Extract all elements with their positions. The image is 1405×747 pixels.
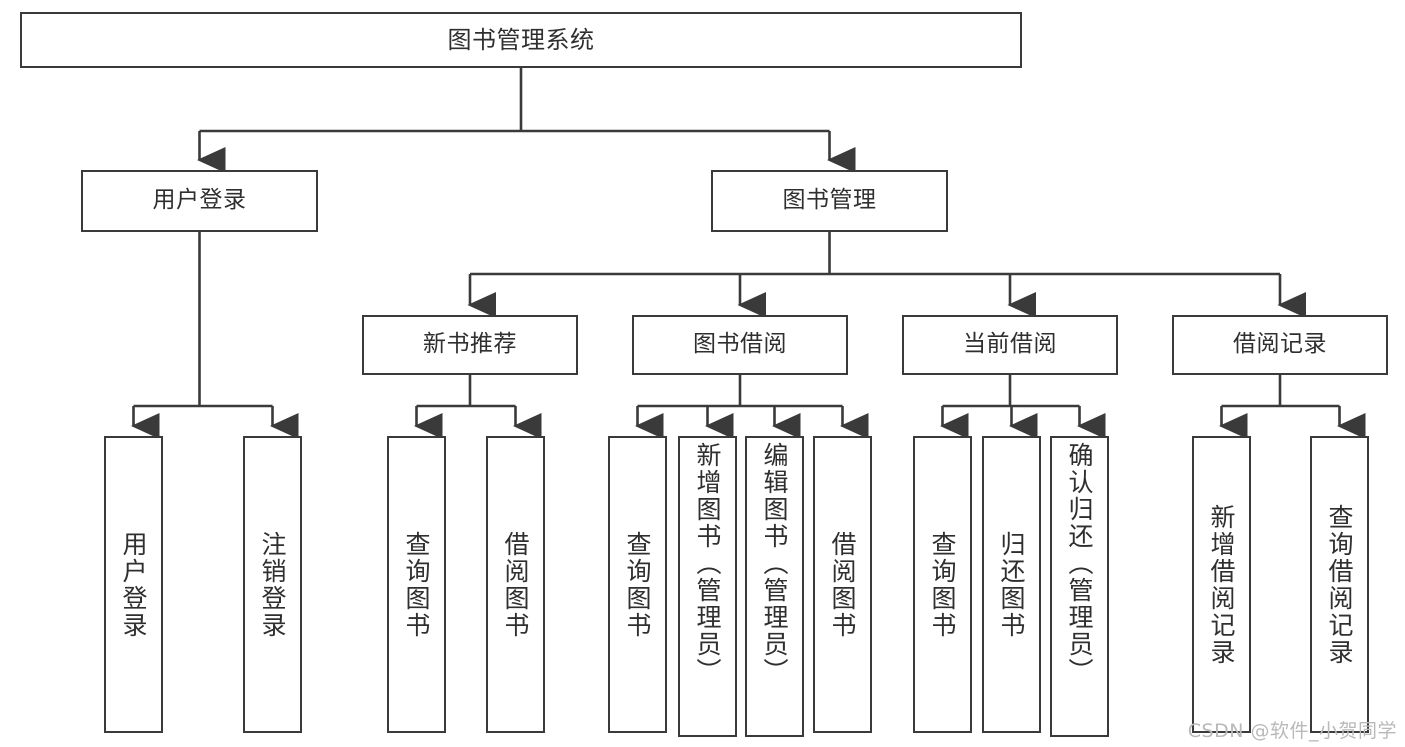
- node-current-borrow[interactable]: 当前借阅: [902, 315, 1118, 375]
- leaf-query-book-borrow[interactable]: 查询图书: [608, 436, 667, 733]
- leaf-query-book-recommend-label: 查询图书: [402, 530, 431, 639]
- leaf-borrow-book[interactable]: 借阅图书: [813, 436, 872, 733]
- leaf-add-book-admin[interactable]: 新增图书（管理员）: [678, 436, 737, 737]
- leaf-return-book-label: 归还图书: [997, 530, 1026, 639]
- leaf-user-login[interactable]: 用户登录: [104, 436, 163, 733]
- leaf-logout[interactable]: 注销登录: [243, 436, 302, 733]
- leaf-return-book[interactable]: 归还图书: [982, 436, 1041, 733]
- node-user-login-label: 用户登录: [152, 187, 247, 214]
- leaf-edit-book-admin-label: 编辑图书（管理员）: [760, 442, 789, 685]
- node-root[interactable]: 图书管理系统: [20, 12, 1022, 68]
- leaf-borrow-book-recommend-label: 借阅图书: [501, 530, 530, 639]
- leaf-borrow-book-recommend[interactable]: 借阅图书: [486, 436, 545, 733]
- node-book-borrow-label: 图书借阅: [693, 331, 787, 358]
- leaf-query-borrow-record[interactable]: 查询借阅记录: [1310, 436, 1369, 733]
- leaf-user-login-label: 用户登录: [119, 530, 148, 639]
- node-new-book-recommend[interactable]: 新书推荐: [362, 315, 578, 375]
- leaf-logout-label: 注销登录: [258, 530, 287, 639]
- leaf-query-book-borrow-label: 查询图书: [623, 530, 652, 639]
- node-new-book-recommend-label: 新书推荐: [423, 331, 517, 358]
- node-current-borrow-label: 当前借阅: [963, 331, 1057, 358]
- leaf-add-book-admin-label: 新增图书（管理员）: [693, 442, 722, 685]
- leaf-confirm-return-admin[interactable]: 确认归还（管理员）: [1050, 436, 1109, 737]
- leaf-borrow-book-label: 借阅图书: [828, 530, 857, 639]
- node-book-management[interactable]: 图书管理: [711, 170, 948, 232]
- node-book-borrow[interactable]: 图书借阅: [632, 315, 848, 375]
- node-book-management-label: 图书管理: [782, 187, 877, 214]
- watermark: CSDN @软件_小贺同学: [1187, 720, 1397, 742]
- node-root-label: 图书管理系统: [447, 25, 595, 54]
- leaf-query-borrow-record-label: 查询借阅记录: [1325, 503, 1354, 666]
- leaf-query-book-recommend[interactable]: 查询图书: [387, 436, 446, 733]
- node-user-login[interactable]: 用户登录: [81, 170, 318, 232]
- leaf-confirm-return-admin-label: 确认归还（管理员）: [1065, 442, 1094, 685]
- leaf-query-book-current[interactable]: 查询图书: [913, 436, 972, 733]
- leaf-query-book-current-label: 查询图书: [928, 530, 957, 639]
- leaf-add-borrow-record[interactable]: 新增借阅记录: [1192, 436, 1251, 733]
- leaf-edit-book-admin[interactable]: 编辑图书（管理员）: [745, 436, 804, 737]
- node-borrow-record-label: 借阅记录: [1233, 331, 1327, 358]
- leaf-add-borrow-record-label: 新增借阅记录: [1207, 503, 1236, 666]
- node-borrow-record[interactable]: 借阅记录: [1172, 315, 1388, 375]
